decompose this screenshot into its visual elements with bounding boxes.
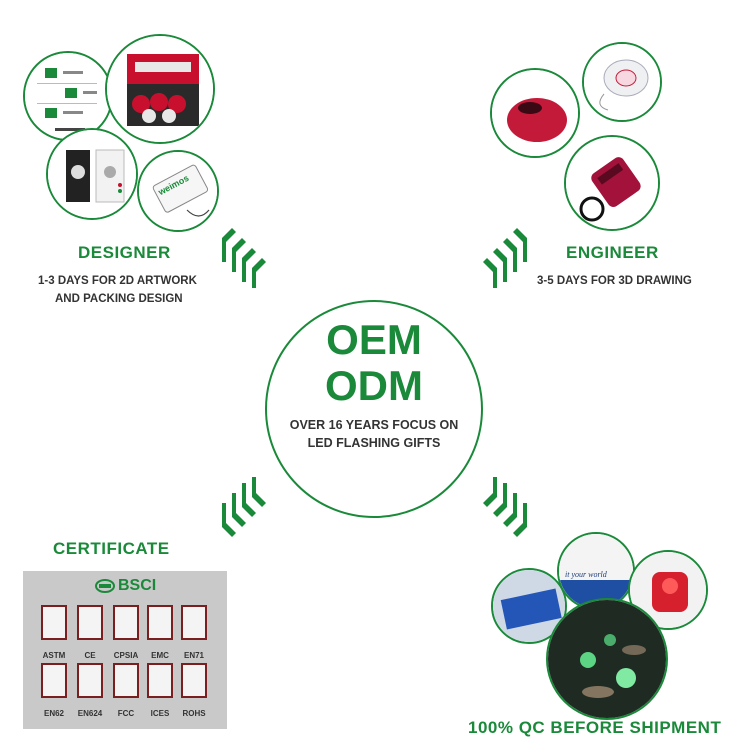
designer-tag-photo: weimos: [137, 150, 219, 232]
chevron-arrow-down-right-icon: [483, 477, 527, 537]
bsci-logo-text: BSCI: [118, 577, 157, 594]
oem-odm-circle: OEM ODM OVER 16 YEARS FOCUS ON LED FLASH…: [265, 300, 483, 518]
qc-box-text: it your world: [565, 570, 607, 579]
cert-doc: [41, 605, 67, 640]
cert-label: ROHS: [182, 709, 206, 718]
qc-title: 100% QC BEFORE SHIPMENT: [468, 718, 722, 737]
qc-blue-box-photo: it your world: [557, 532, 635, 610]
cert-doc: [147, 605, 173, 640]
chevron-arrow-up-left-icon: [222, 228, 266, 288]
qc-glowing-items-photo: [546, 598, 668, 720]
cert-doc: [181, 663, 207, 698]
designer-title: DESIGNER: [78, 243, 171, 262]
bsci-logo: BSCI: [95, 577, 156, 595]
engineer-clear-shell-photo: [582, 42, 662, 122]
cert-doc: [181, 605, 207, 640]
engineer-desc-line1: 3-5 DAYS FOR 3D DRAWING: [537, 275, 692, 287]
engineer-red-device-photo: [490, 68, 580, 158]
cert-doc: [77, 663, 103, 698]
designer-layout-photo: [46, 128, 138, 220]
designer-artwork-photo: [23, 51, 113, 141]
cert-label: ASTM: [42, 651, 66, 660]
designer-packaging-photo: [105, 34, 215, 144]
cert-label: CE: [84, 651, 96, 660]
chevron-arrow-up-right-icon: [483, 228, 527, 288]
cert-label: EN624: [77, 709, 103, 718]
cert-doc: [41, 663, 67, 698]
oem-heading: OEM: [326, 316, 422, 363]
center-subtitle-line1: OVER 16 YEARS FOCUS ON: [289, 418, 459, 432]
chevron-arrow-down-left-icon: [222, 477, 266, 537]
engineer-title: ENGINEER: [566, 243, 659, 262]
cert-label: EN71: [183, 651, 204, 660]
designer-desc-line1: 1-3 DAYS FOR 2D ARTWORK: [38, 275, 197, 287]
center-subtitle-line2: LED FLASHING GIFTS: [307, 436, 441, 450]
cert-label: FCC: [117, 709, 135, 718]
cert-label: ICES: [150, 709, 170, 718]
cert-label: EMC: [151, 651, 169, 660]
certificate-panel: BSCI ASTM CE CPSIA EMC EN71 EN62 EN624 F…: [23, 571, 227, 729]
cert-doc: [147, 663, 173, 698]
engineer-keychain-photo: [564, 135, 660, 231]
cert-label: CPSIA: [113, 651, 139, 660]
odm-heading: ODM: [325, 362, 423, 409]
bsci-logo-icon: [95, 579, 115, 593]
cert-label: EN62: [43, 709, 64, 718]
cert-doc: [113, 663, 139, 698]
designer-desc-line2: AND PACKING DESIGN: [55, 293, 183, 305]
cert-doc: [77, 605, 103, 640]
cert-doc: [113, 605, 139, 640]
certificate-title: CERTIFICATE: [53, 539, 170, 558]
